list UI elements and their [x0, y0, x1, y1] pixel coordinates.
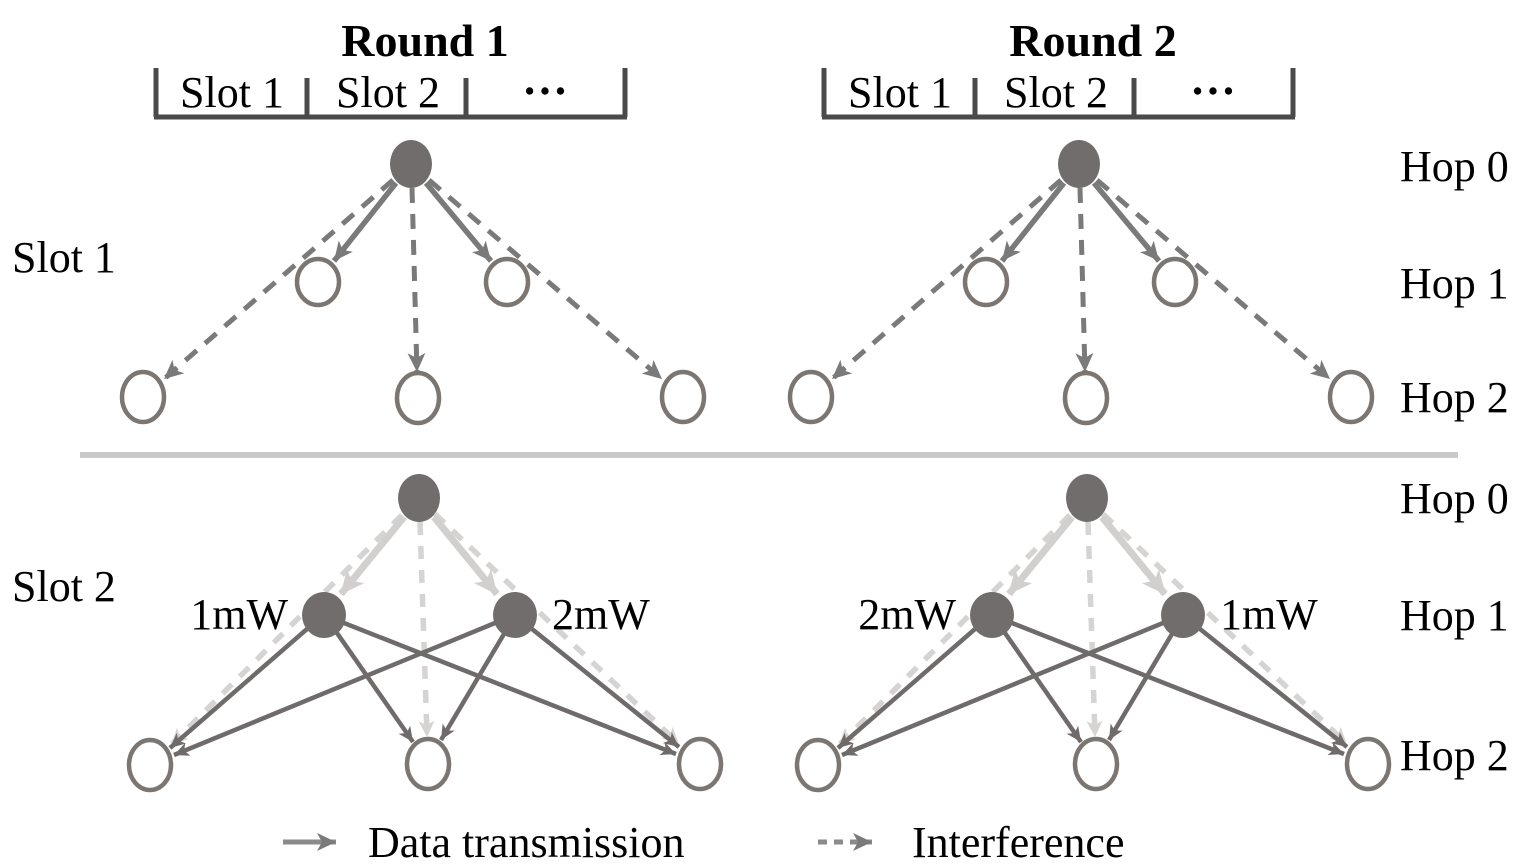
legend-interference-label: Interference — [912, 818, 1124, 867]
data-transmission-edge — [999, 181, 1067, 263]
interference-edge-residual — [170, 513, 404, 746]
round1-slot2-label: Slot 2 — [336, 68, 440, 117]
hop1-node — [294, 256, 342, 308]
data-transmission-edge — [173, 620, 496, 758]
hop2-node — [1072, 736, 1120, 792]
data-transmission-edge — [168, 627, 309, 750]
hop1-node — [483, 256, 531, 308]
hop0-source-node — [1058, 140, 1100, 188]
hop0-source-node — [390, 140, 432, 188]
data-transmission-edge — [1003, 631, 1083, 744]
hop2-node — [787, 369, 835, 425]
interference-edge — [1075, 187, 1094, 373]
hop2-node — [1062, 370, 1110, 426]
round2-slot2-tree: 2mW 1mW — [794, 474, 1392, 793]
interference-edge-residual — [1085, 521, 1103, 737]
interference-edge-residual — [838, 513, 1072, 746]
round2-slot-bracket: Slot 1 Slot 2 ••• — [821, 68, 1296, 120]
prior-transmission-edge — [338, 514, 407, 597]
hop2-node — [794, 737, 842, 793]
hop2-node — [119, 369, 167, 425]
interference-edge — [162, 178, 395, 381]
round1-slot1-tree — [119, 140, 707, 426]
hop1-label-bottom: Hop 1 — [1400, 591, 1509, 640]
data-transmission-edge — [1091, 181, 1162, 263]
data-transmission-edge — [530, 627, 681, 749]
hop2-node — [394, 370, 442, 426]
interference-edge — [407, 187, 426, 373]
slot2-row-label: Slot 2 — [12, 562, 116, 611]
data-transmission-edge — [836, 627, 977, 750]
interference-edge — [427, 178, 664, 381]
round2-title: Round 2 — [1009, 15, 1176, 66]
legend: Data transmission Interference — [283, 818, 1124, 867]
round1-slot1-label: Slot 1 — [180, 68, 284, 117]
hop1-label-top: Hop 1 — [1400, 259, 1509, 308]
legend-data-transmission-label: Data transmission — [368, 818, 685, 867]
hop2-label-bottom: Hop 2 — [1400, 731, 1509, 780]
data-transmission-edge — [335, 631, 415, 744]
interference-edge — [1095, 178, 1332, 381]
round2-ellipsis: ••• — [1193, 76, 1239, 106]
round2-left-power-label: 2mW — [858, 590, 956, 639]
round2-slot2-label: Slot 2 — [1004, 68, 1108, 117]
hop2-node — [659, 369, 707, 425]
hop0-source-node — [398, 474, 440, 522]
round2-slot1-label: Slot 1 — [848, 68, 952, 117]
hop2-label-top: Hop 2 — [1400, 373, 1509, 422]
hop2-node — [404, 736, 452, 792]
data-transmission-edge — [1107, 632, 1174, 742]
hop0-source-node — [1066, 474, 1108, 522]
round1-slot2-tree: 1mW 2mW — [126, 474, 724, 793]
hop1-relay-node — [493, 592, 537, 638]
hop1-relay-node — [1161, 592, 1205, 638]
hop0-label-bottom: Hop 0 — [1400, 474, 1509, 523]
data-transmission-edge — [841, 620, 1164, 758]
hop2-node — [126, 737, 174, 793]
hop1-relay-node — [302, 592, 346, 638]
round2-slot1-tree — [787, 140, 1375, 426]
interference-edge-residual — [417, 521, 435, 737]
hop0-label-top: Hop 0 — [1400, 142, 1509, 191]
data-transmission-edge — [439, 632, 506, 742]
hop2-node — [1327, 369, 1375, 425]
hop1-node — [962, 256, 1010, 308]
data-transmission-edge — [343, 620, 677, 757]
data-transmission-edge — [1198, 627, 1349, 749]
prior-transmission-edge — [1099, 514, 1168, 597]
hop1-node — [1151, 256, 1199, 308]
round1-ellipsis: ••• — [525, 76, 571, 106]
prior-transmission-edge — [1006, 514, 1075, 597]
interference-edge-residual — [433, 511, 680, 746]
hop2-node — [676, 736, 724, 792]
data-transmission-edge — [331, 181, 399, 263]
round1-title: Round 1 — [341, 15, 508, 66]
hop2-node — [1344, 736, 1392, 792]
data-transmission-edge — [423, 181, 494, 263]
slot1-row-label: Slot 1 — [12, 233, 116, 282]
data-transmission-edge — [1011, 620, 1345, 757]
round1-right-power-label: 2mW — [552, 590, 650, 639]
round1-left-power-label: 1mW — [190, 590, 288, 639]
round1-slot-bracket: Slot 1 Slot 2 ••• — [153, 68, 628, 120]
interference-edge — [830, 178, 1063, 381]
prior-transmission-edge — [431, 514, 500, 597]
round2-right-power-label: 1mW — [1220, 590, 1318, 639]
interference-edge-residual — [1101, 511, 1348, 746]
hop1-relay-node — [970, 592, 1014, 638]
